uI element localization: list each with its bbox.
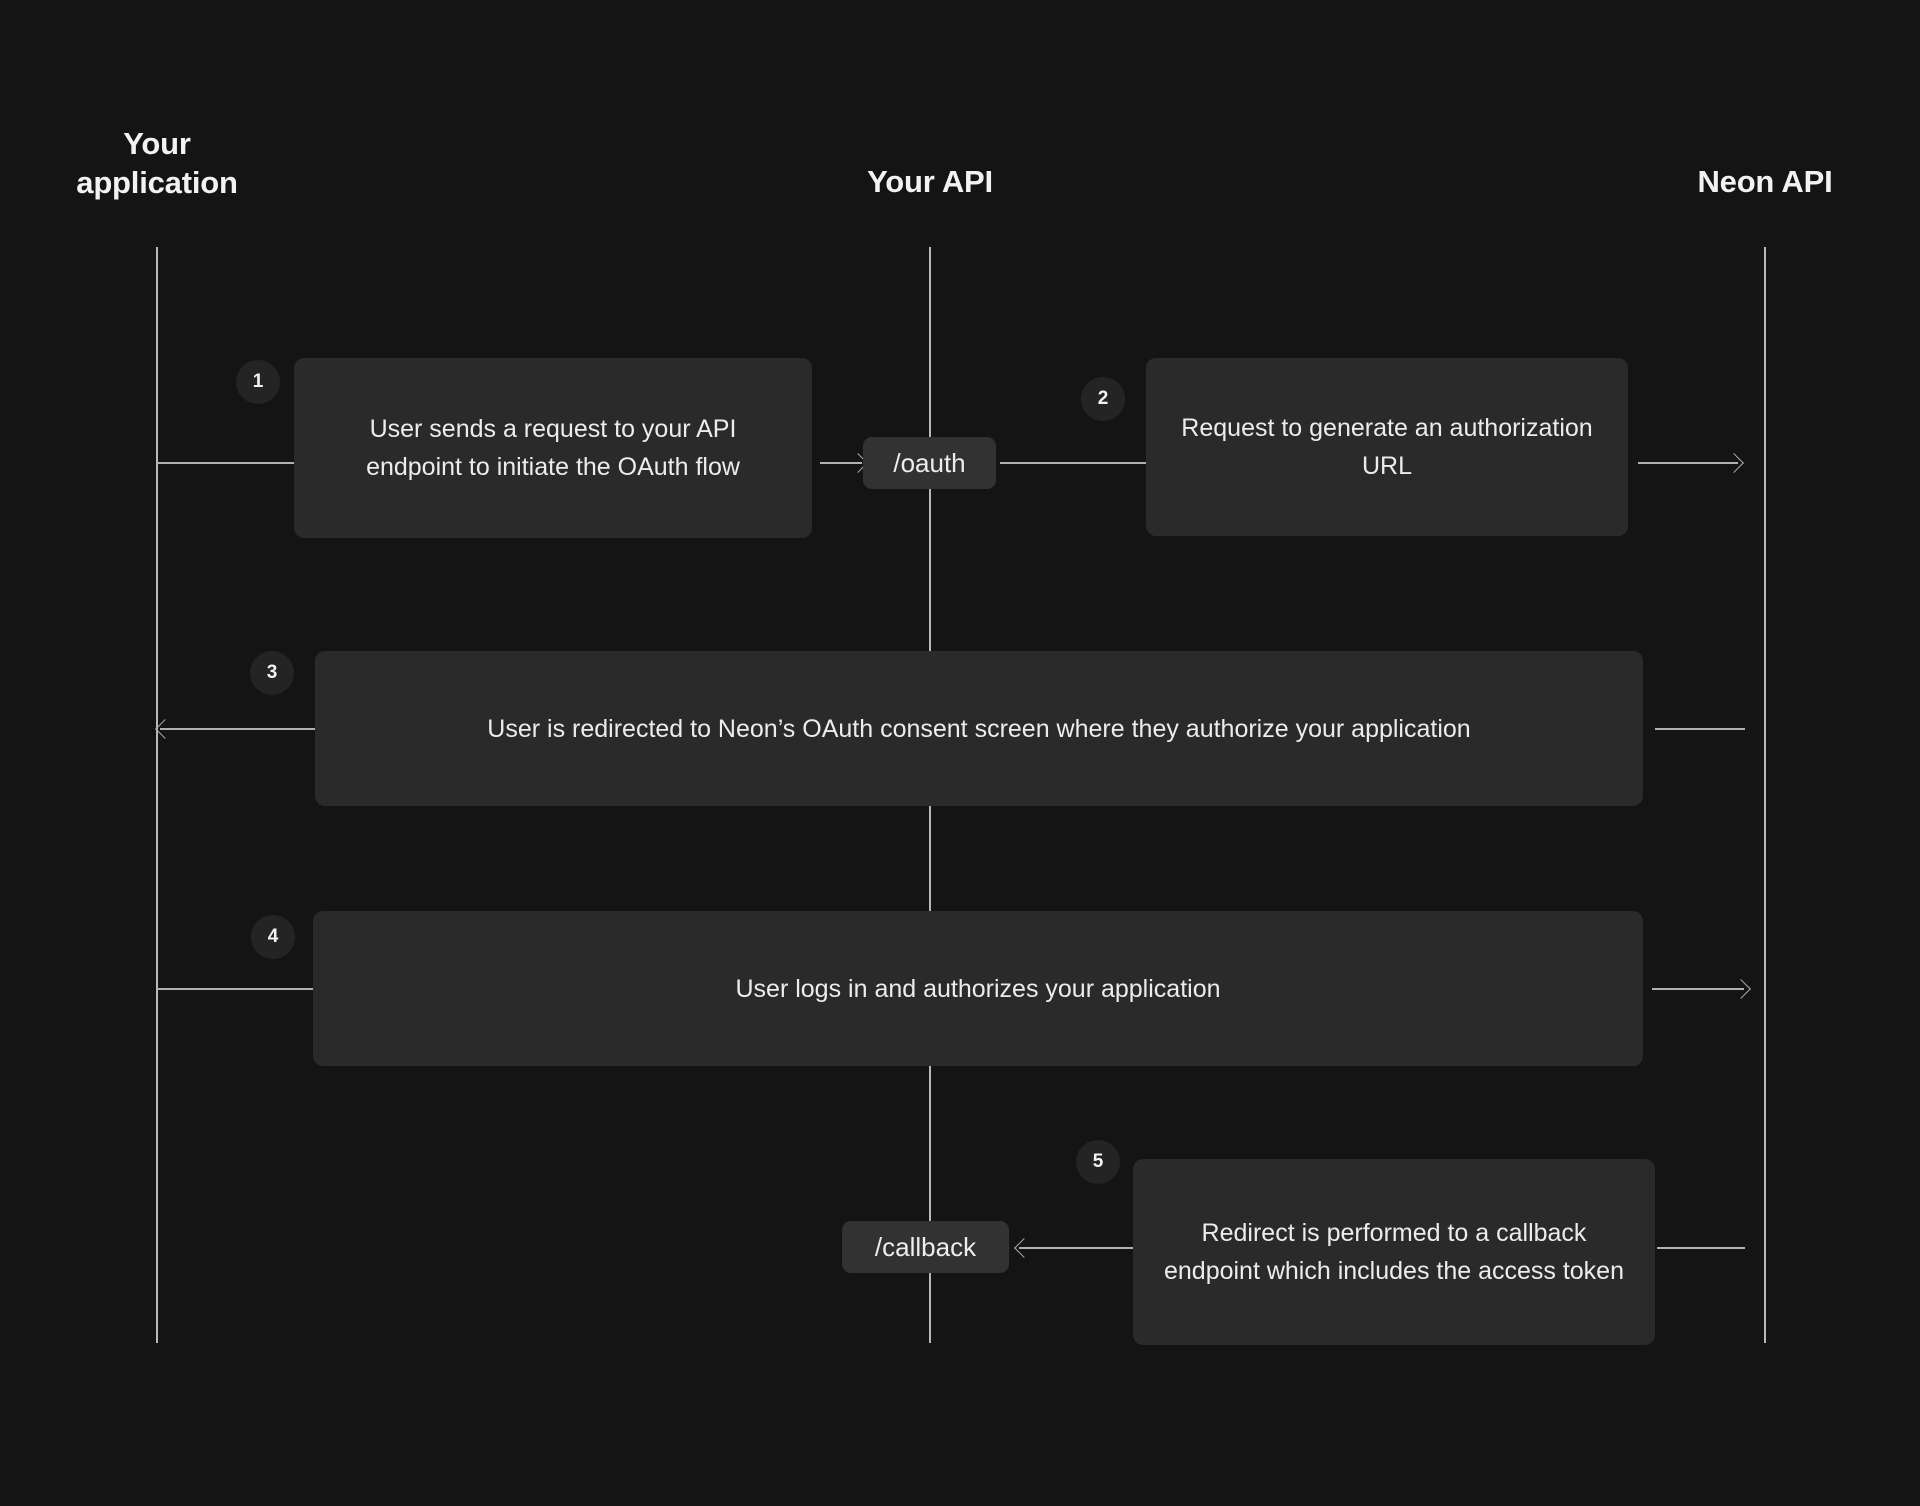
connector-step-1-to-oauth <box>820 462 862 464</box>
step-badge-5: 5 <box>1076 1140 1120 1184</box>
step-badge-4: 4 <box>251 915 295 959</box>
step-text-5: Redirect is performed to a callback endp… <box>1163 1219 1624 1285</box>
column-header-neon-api: Neon API <box>1697 164 1833 199</box>
connector-step-4-to-neon <box>1652 988 1744 990</box>
step-text-4: User logs in and authorizes your applica… <box>735 974 1221 1003</box>
step-badge-3: 3 <box>250 651 294 695</box>
step-box-1: User sends a request to your API endpoin… <box>294 358 812 538</box>
column-header-your-api: Your API <box>867 164 993 199</box>
connector-neon-to-step-3 <box>1655 728 1745 730</box>
step-box-2: Request to generate an authorization URL <box>1146 358 1628 536</box>
connector-neon-to-step-5 <box>1657 1247 1745 1249</box>
step-box-3: User is redirected to Neon’s OAuth conse… <box>315 651 1643 806</box>
column-header-your-application: Your application <box>26 125 288 203</box>
arrowhead-step-2-right <box>1724 453 1744 473</box>
step-box-4: User logs in and authorizes your applica… <box>313 911 1643 1066</box>
step-badge-1: 1 <box>236 360 280 404</box>
endpoint-pill-callback[interactable]: /callback <box>842 1221 1009 1273</box>
column-header-line-1: Your <box>123 126 191 161</box>
connector-step-1-from-app <box>157 462 297 464</box>
connector-oauth-to-step-2 <box>1000 462 1146 464</box>
step-text-1: User sends a request to your API endpoin… <box>366 415 740 481</box>
step-badge-2: 2 <box>1081 377 1125 421</box>
connector-app-to-step-4 <box>157 988 315 990</box>
step-text-3: User is redirected to Neon’s OAuth conse… <box>487 714 1471 743</box>
step-box-5: Redirect is performed to a callback endp… <box>1133 1159 1655 1345</box>
endpoint-pill-oauth[interactable]: /oauth <box>863 437 996 489</box>
lifeline-your-application <box>156 247 158 1343</box>
column-header-line-2: application <box>76 164 238 200</box>
arrowhead-step-4-right <box>1731 979 1751 999</box>
step-text-2: Request to generate an authorization URL <box>1181 414 1593 480</box>
connector-step-5-to-callback <box>1019 1247 1136 1249</box>
connector-step-2-to-neon <box>1638 462 1738 464</box>
connector-step-3-to-app <box>160 728 315 730</box>
lifeline-neon-api <box>1764 247 1766 1343</box>
